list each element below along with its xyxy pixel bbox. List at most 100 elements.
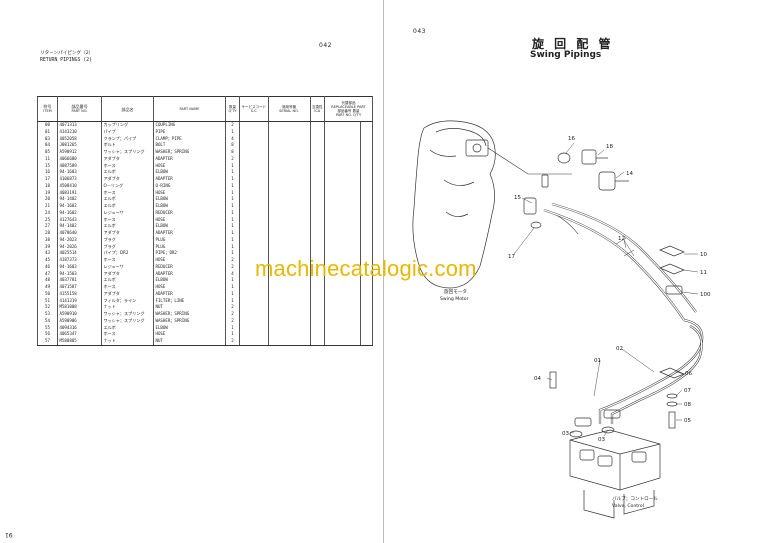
cell-item: 52 — [37, 304, 58, 311]
cell-part-name: ADAPTER — [153, 270, 226, 278]
cell-ica — [309, 243, 325, 251]
cell-replace-qty — [360, 121, 373, 129]
cell-part-no: 94-1603 — [57, 169, 102, 176]
cell-ica — [309, 230, 325, 237]
cell-item: 25 — [37, 216, 58, 224]
cell-part-name: NUT — [153, 338, 226, 346]
cell-part-no: 4052058 — [57, 135, 102, 143]
cell-name-jp: ワッシャ；スプリング — [101, 311, 154, 318]
cell-ica — [309, 311, 325, 318]
cell-replace-part — [324, 230, 361, 237]
cell-item: 49 — [37, 284, 58, 291]
page-mark: 91 — [5, 531, 13, 538]
callout-03-left: 03 — [562, 431, 569, 437]
cell-serial-no — [267, 297, 311, 305]
cell-name-jp: ホース — [101, 284, 154, 291]
cell-service-code — [239, 236, 269, 244]
cell-service-code — [239, 223, 269, 230]
cell-item: 21 — [37, 203, 58, 210]
cell-name-jp: エルボ — [101, 277, 154, 284]
cell-replace-qty — [360, 290, 373, 298]
cell-item: 39 — [37, 243, 58, 251]
swing-motor-drawing — [412, 120, 572, 289]
cell-service-code — [239, 182, 269, 190]
callout-03-right: 03 — [598, 437, 605, 443]
cell-replace-qty — [360, 162, 373, 170]
cell-part-no: J081265 — [57, 142, 102, 149]
cell-serial-no — [267, 142, 311, 149]
cell-replace-part — [324, 297, 361, 305]
cell-replace-part — [324, 196, 361, 203]
cell-qty: 2 — [225, 121, 240, 129]
cell-name-jp: プラグ — [101, 243, 154, 251]
cell-item: 18 — [37, 182, 58, 190]
cell-name-jp: カップリング — [101, 121, 154, 129]
cell-part-no: A590912 — [57, 149, 102, 156]
cell-part-no: 4037781 — [57, 277, 102, 284]
cell-replace-part — [324, 243, 361, 251]
cell-name-jp: アダプタ — [101, 176, 154, 183]
cell-serial-no — [267, 223, 311, 230]
cell-serial-no — [267, 236, 311, 244]
cell-replace-part — [324, 324, 361, 332]
callout-04: 04 — [534, 376, 541, 382]
cell-serial-no — [267, 290, 311, 298]
control-valve-label-jp: バルブ；コントロール — [612, 495, 658, 502]
cell-service-code — [239, 297, 269, 305]
cell-serial-no — [267, 155, 311, 163]
cell-replace-part — [324, 155, 361, 163]
cell-part-name: ELBOW — [153, 169, 226, 176]
header-service-code: サービスコード S-C — [239, 96, 269, 122]
cell-part-name: ADAPTER — [153, 230, 226, 237]
cell-ica — [309, 297, 325, 305]
cell-part-no: 4025514 — [57, 250, 102, 257]
cell-serial-no — [267, 277, 311, 284]
left-page: 042 リターンパイピング（2） RETURN PIPINGS (2) 符号 I… — [0, 0, 383, 543]
cell-replace-part — [324, 135, 361, 143]
cell-part-no: M581008 — [57, 304, 102, 311]
cell-qty: 1 — [225, 189, 240, 197]
cell-replace-part — [324, 189, 361, 197]
cell-name-jp: ワッシャ；スプリング — [101, 317, 154, 325]
cell-part-no: 4071313 — [57, 121, 102, 129]
cell-part-no: 94-1402 — [57, 223, 102, 230]
cell-qty: 1 — [225, 223, 240, 230]
section-title-en: RETURN PIPINGS (2) — [40, 58, 92, 63]
swing-piping-diagram: 16 18 14 15 17 12 10 11 100 01 02 04 06 … — [412, 120, 711, 519]
cell-service-code — [239, 189, 269, 197]
cell-part-name: HOSE — [153, 162, 226, 170]
cell-part-name: HOSE — [153, 331, 226, 338]
cell-qty: 2 — [225, 257, 240, 264]
cell-name-jp: ナット — [101, 304, 154, 311]
cell-item: 28 — [37, 230, 58, 237]
cell-replace-qty — [360, 203, 373, 210]
callout-17: 17 — [508, 254, 515, 260]
cell-replace-part — [324, 149, 361, 156]
cell-item: 03 — [37, 135, 58, 143]
cell-part-name: ADAPTER — [153, 290, 226, 298]
cell-item: 38 — [37, 236, 58, 244]
cell-replace-part — [324, 169, 361, 176]
cell-replace-part — [324, 209, 361, 217]
cell-part-name: CLAMP；PIPE — [153, 135, 226, 143]
cell-item: 00 — [37, 121, 58, 129]
cell-part-name: ELBOW — [153, 223, 226, 230]
cell-part-name: WASHER；SPRING — [153, 317, 226, 325]
cell-item: 27 — [37, 223, 58, 230]
cell-ica — [309, 338, 325, 346]
cell-serial-no — [267, 128, 311, 136]
cell-replace-qty — [360, 338, 373, 346]
cell-serial-no — [267, 243, 311, 251]
cell-ica — [309, 324, 325, 332]
callout-07: 07 — [684, 388, 691, 394]
cell-name-jp: プラグ — [101, 236, 154, 244]
cell-name-jp: ホース — [101, 162, 154, 170]
cell-name-jp: エルボ — [101, 196, 154, 203]
